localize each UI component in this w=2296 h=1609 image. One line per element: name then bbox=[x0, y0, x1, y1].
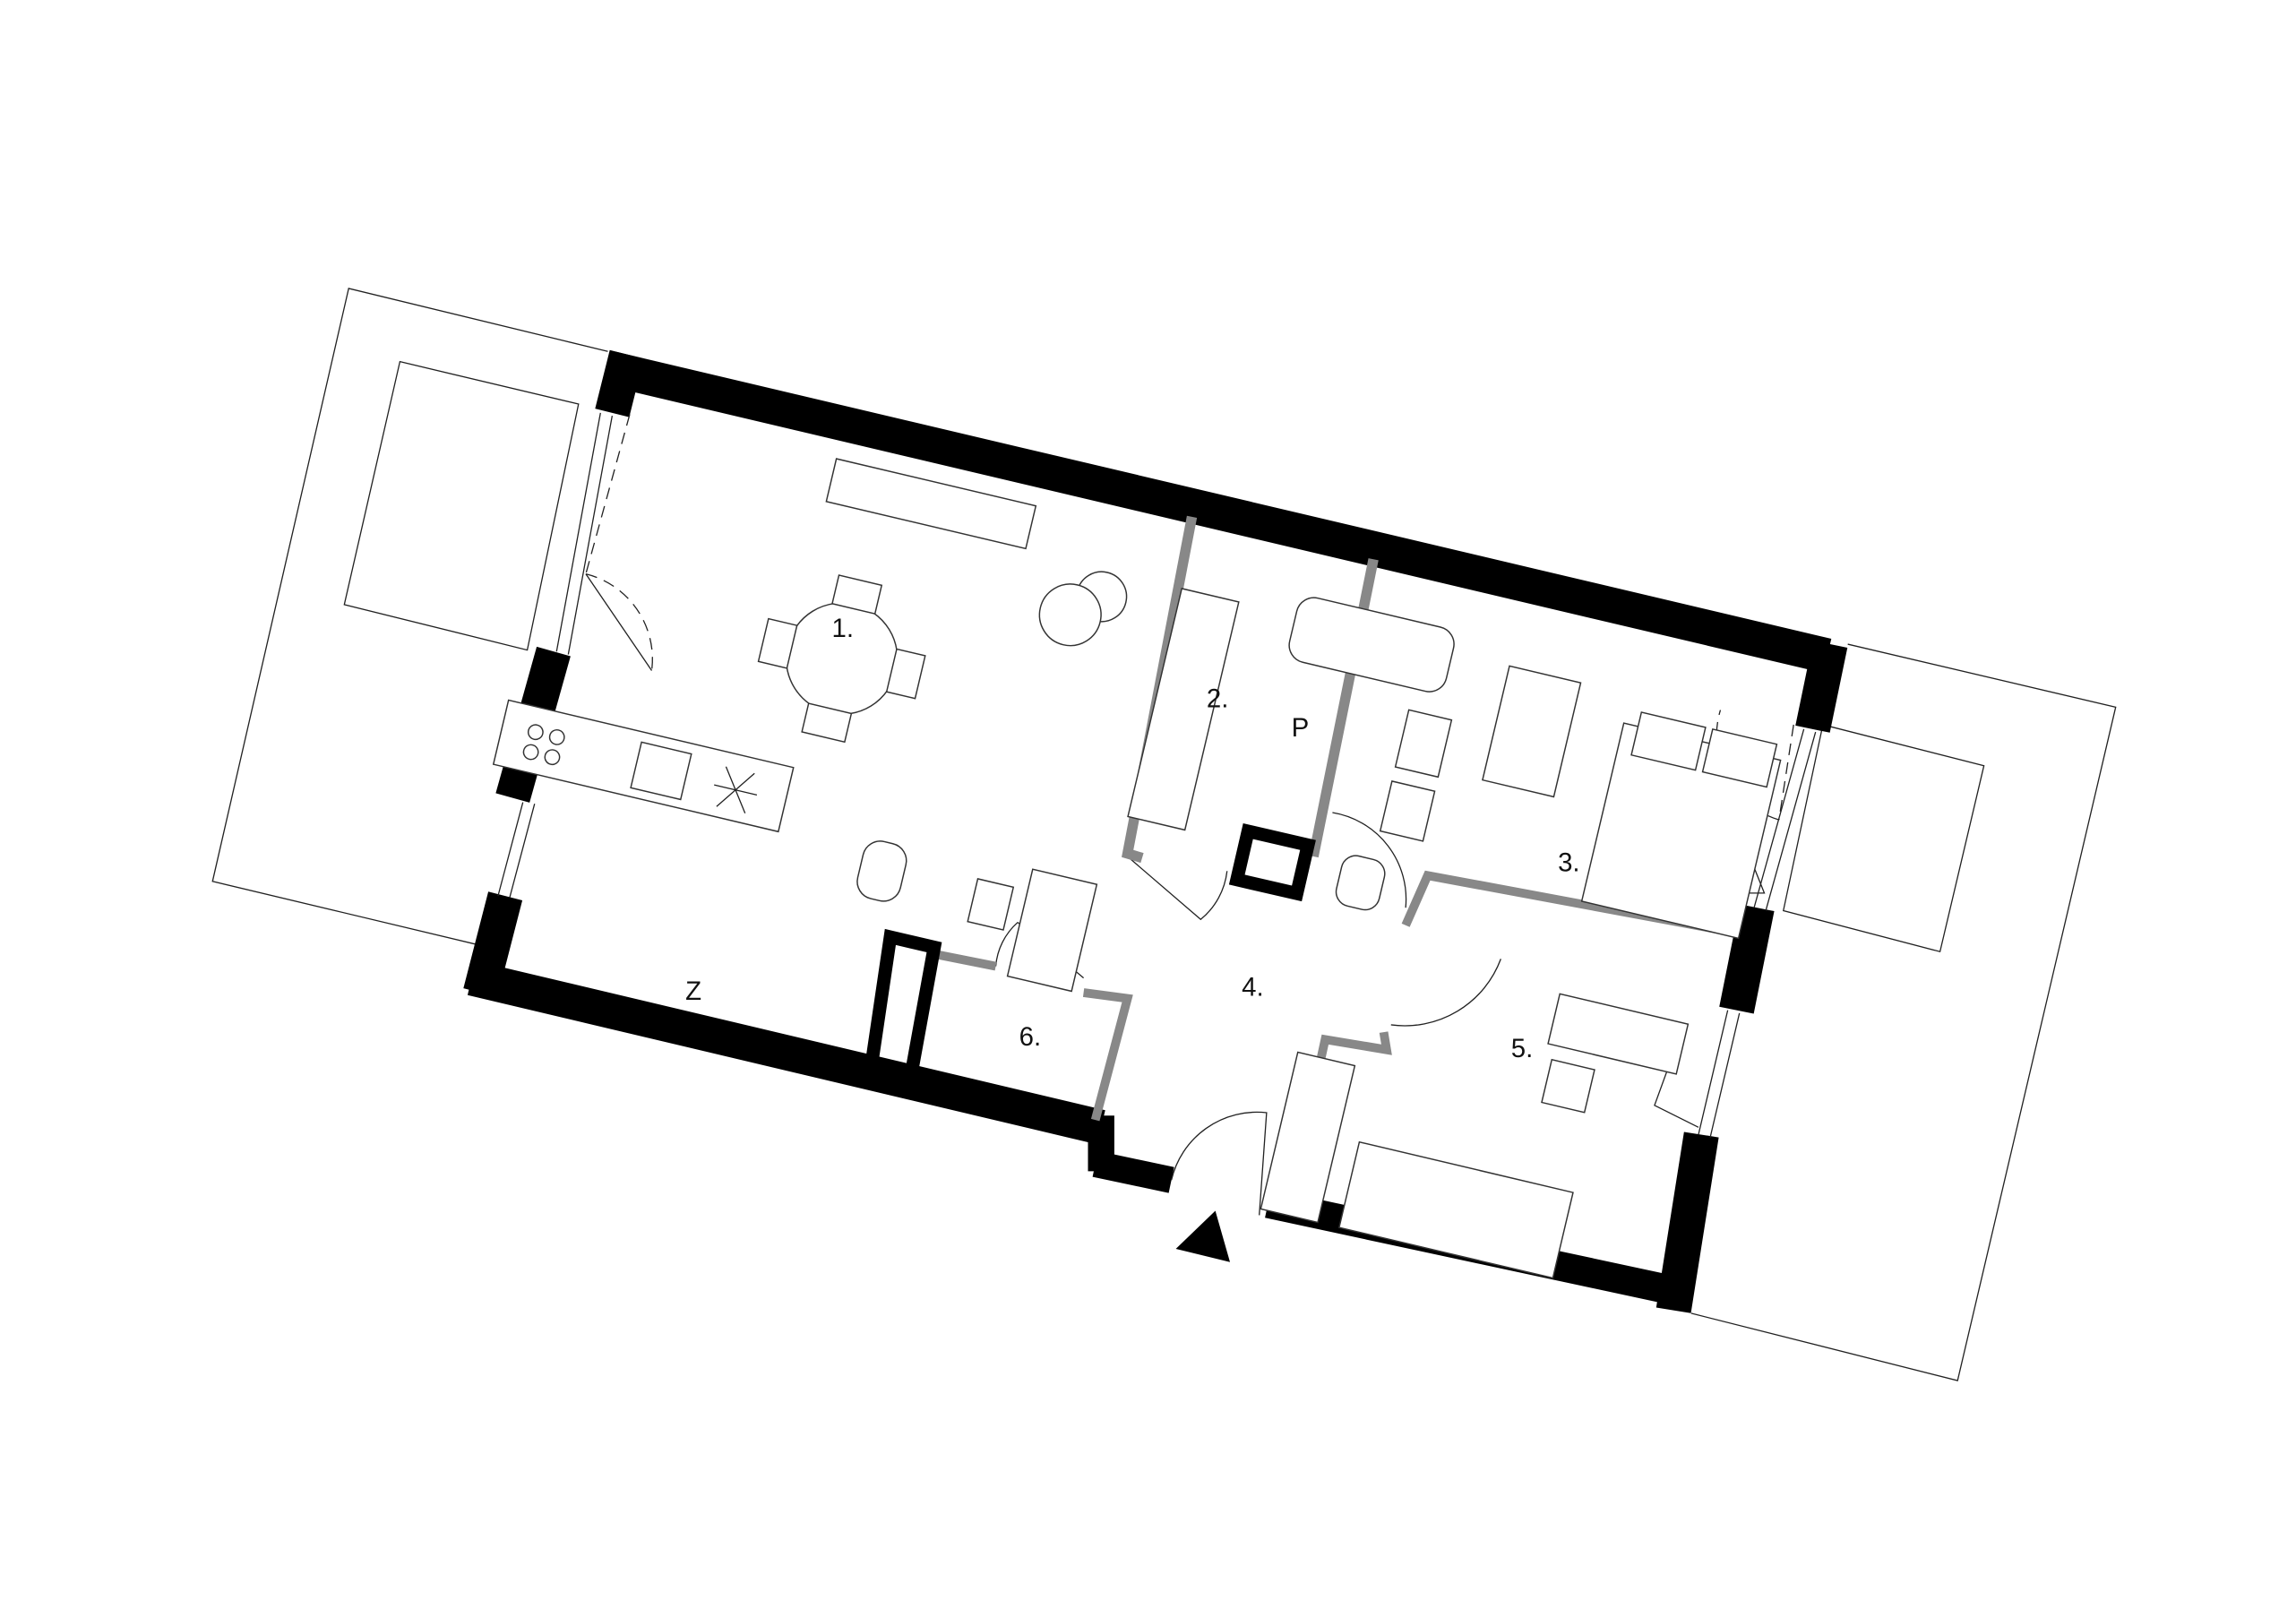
furniture bbox=[492, 458, 1782, 1279]
dining-table bbox=[785, 602, 899, 715]
room-label-4: 4. bbox=[1242, 972, 1264, 1002]
room-label-3: 3. bbox=[1558, 848, 1580, 877]
sofa bbox=[1127, 588, 1240, 831]
tv-unit bbox=[825, 458, 1037, 550]
single-bed bbox=[1337, 1140, 1574, 1279]
fridge-symbol: Z bbox=[685, 977, 701, 1006]
room-label-6: 6. bbox=[1019, 1022, 1042, 1052]
entrance-arrow-icon bbox=[1175, 1210, 1231, 1262]
bathtub-icon bbox=[1288, 597, 1455, 693]
room-label-1: 1. bbox=[832, 614, 855, 643]
terrace-right bbox=[1690, 643, 2117, 1381]
terrace-left bbox=[211, 288, 608, 945]
exterior-walls bbox=[463, 349, 1848, 1313]
windows bbox=[497, 412, 1817, 1138]
room-labels: 1. 2. 3. 4. 5. 6. Z P bbox=[685, 614, 1580, 1063]
sink-icon bbox=[1394, 709, 1453, 779]
room-label-5: 5. bbox=[1511, 1034, 1534, 1063]
toilet-icon bbox=[1335, 855, 1386, 911]
ventilation-symbol: P bbox=[1292, 713, 1310, 743]
kitchen-sink bbox=[630, 741, 692, 801]
room-label-2: 2. bbox=[1207, 684, 1229, 713]
